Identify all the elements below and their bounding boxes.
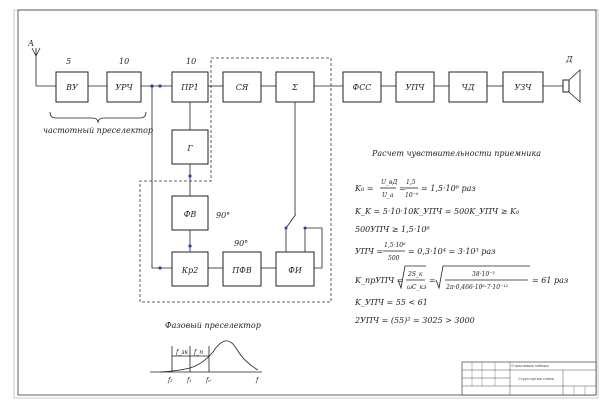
junction-dot	[158, 266, 162, 270]
equation-upch: УПЧ = 1,5·10⁶ 500 = 0,3·10⁴ = 3·10³ раз	[355, 242, 496, 262]
junction-dot	[284, 226, 288, 230]
e4-num: 1,5·10⁶	[384, 242, 406, 249]
stamp-document-title: Структурная схема	[518, 377, 554, 381]
equation-2upch: 2УПЧ = (55)² = 3025 > 3000	[354, 316, 475, 325]
block-pr1-label: ПР1	[180, 83, 198, 92]
junction-dot	[158, 84, 162, 88]
block-urch	[106, 71, 142, 103]
block-vu-label: ВУ	[65, 83, 79, 92]
e5-lhs: K_прУПЧ =	[354, 276, 403, 285]
tick-label-f2: f₂	[167, 377, 173, 384]
block-sr-label: СЯ	[236, 83, 249, 92]
block-kr2	[171, 251, 209, 287]
e4-res: = 0,3·10⁴ = 3·10³ раз	[408, 247, 496, 256]
antenna-label: А	[27, 39, 34, 48]
block-g-label: Г	[186, 144, 193, 153]
e1-den: U_a	[382, 192, 394, 199]
speaker-icon	[562, 69, 581, 103]
dim-label-fp: f_п	[193, 349, 203, 356]
e1-lhs: K₀ =	[354, 184, 373, 193]
block-urch-label: УРЧ	[115, 83, 133, 92]
block-upch-label: УПЧ	[406, 83, 426, 92]
block-pr1	[171, 71, 209, 103]
block-kr2-label: Кр2	[181, 266, 198, 275]
block-chd-label: ЧД	[462, 83, 475, 92]
block-fss-label: ФСС	[353, 83, 372, 92]
block-chd	[448, 71, 488, 103]
sqrt-sign	[397, 265, 426, 290]
equation-500upch: 500УПЧ ≥ 1,5·10⁶	[355, 225, 430, 234]
e1-eq: =	[399, 184, 406, 193]
speaker-label: Д	[565, 55, 573, 64]
response-curve	[159, 340, 259, 373]
equation-kk: K_K = 5·10·10K_УПЧ = 500K_УПЧ ≥ K₀	[354, 207, 520, 216]
block-pfv-phase: 90°	[234, 239, 248, 248]
e1-num2: 1,5	[406, 179, 416, 186]
drawing-border	[17, 9, 597, 396]
block-fi	[275, 251, 315, 287]
e5-res: = 61 раз	[532, 276, 568, 285]
block-fv-label: ФВ	[184, 210, 197, 219]
phase-preselector-label: Фазовый преселектор	[165, 321, 261, 330]
e4-lhs: УПЧ =	[355, 247, 383, 256]
block-uzch	[502, 71, 544, 103]
block-uzch-label: УЗЧ	[515, 83, 533, 92]
e5-sq2-den: 2π·0,466·10⁶·7·10⁻¹²	[445, 284, 509, 291]
block-vu-number: 5	[66, 57, 71, 66]
block-sigma-label: Σ	[291, 83, 298, 92]
phase-preselector-boundary	[139, 57, 332, 303]
wire	[151, 86, 172, 269]
block-fss	[342, 71, 382, 103]
title-block	[461, 361, 597, 396]
axis-label-f: f	[255, 377, 260, 384]
calc-title: Расчет чувствительности приемника	[371, 149, 541, 158]
block-pr1-number: 10	[186, 57, 196, 66]
equation-k0: K₀ = U_вД U_a = 1,5 10⁻⁶ = 1,5·10⁶ раз	[354, 179, 476, 199]
e5-sq1-num: 2S_к	[407, 271, 423, 278]
tick-label-f1: f₁	[186, 377, 192, 384]
wire	[305, 227, 323, 269]
junction-dot	[188, 244, 192, 248]
junction-dot	[188, 174, 192, 178]
block-pfv-label: ПФВ	[231, 266, 252, 275]
frequency-response-graph	[150, 340, 262, 373]
block-g	[171, 129, 209, 165]
frequency-preselector-label: частотный преселектор	[43, 126, 153, 135]
e1-res: = 1,5·10⁶ раз	[421, 184, 476, 193]
block-upch	[395, 71, 435, 103]
block-vu	[55, 71, 89, 103]
e5-eq: =	[429, 276, 436, 285]
e1-num: U_вД	[381, 179, 398, 186]
block-urch-number: 10	[119, 57, 129, 66]
tick-label-f0: f₀	[205, 377, 211, 384]
drawing-frame	[13, 9, 599, 399]
block-fi-label: ФИ	[288, 266, 303, 275]
dim-label-fzk: f_зк	[175, 349, 188, 356]
e5-sq2-num: 38·10⁻³	[472, 271, 495, 278]
stamp-organization: Отраслевые наборы	[511, 364, 549, 368]
block-sigma	[275, 71, 315, 103]
equation-kupch: K_УПЧ = 55 < 61	[354, 298, 428, 307]
sqrt-sign	[435, 265, 530, 290]
equation-kpr-upch: K_прУПЧ = 2S_к ωC_кэ = 38·10⁻³ 2π·0,466·…	[354, 265, 568, 291]
block-fv-phase: 90°	[216, 211, 230, 220]
e5-sq1-den: ωC_кэ	[407, 284, 427, 291]
e1-den2: 10⁻⁶	[405, 192, 419, 199]
block-sr	[222, 71, 262, 103]
e4-den: 500	[388, 255, 400, 262]
block-pfv	[222, 251, 262, 287]
switch-contact	[285, 213, 297, 229]
antenna-icon	[31, 47, 41, 86]
frequency-preselector-brace	[49, 111, 147, 124]
